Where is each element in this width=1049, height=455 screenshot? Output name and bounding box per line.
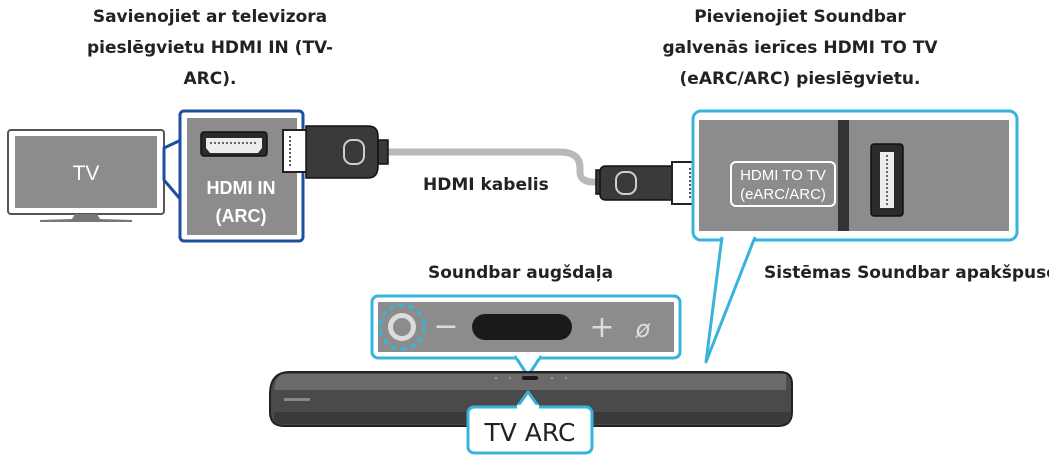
soundbar-bottom-label: Sistēmas Soundbar apakšpuse xyxy=(764,263,1049,283)
left-caption-line-2: pieslēgvietu HDMI IN (TV- xyxy=(86,38,334,58)
hdmi-cable xyxy=(368,148,606,186)
soundbar-port-callout: HDMI TO TV (eARC/ARC) xyxy=(691,109,1019,364)
hdmi-plug-soundbar-end xyxy=(595,161,699,205)
soundbar-port-label-line-2: (eARC/ARC) xyxy=(740,186,826,203)
tv-label: TV xyxy=(73,162,100,185)
tv-port-label-line-2: (ARC) xyxy=(216,206,267,226)
soundbar-top-panel-callout: − + ø xyxy=(370,294,682,378)
right-caption-line-1: Pievienojiet Soundbar xyxy=(694,7,906,27)
tv-port-label-line-1: HDMI IN xyxy=(207,178,276,198)
left-caption-line-1: Savienojiet ar televizora xyxy=(92,7,328,27)
left-caption: Savienojiet ar televizora pieslēgvietu H… xyxy=(60,2,360,95)
right-caption: Pievienojiet Soundbar galvenās ierīces H… xyxy=(630,2,970,95)
left-caption-line-3: ARC). xyxy=(183,69,237,89)
right-caption-line-3: (eARC/ARC) pieslēgvietu. xyxy=(679,69,921,89)
mic-off-icon: ø xyxy=(635,315,651,343)
tv-arc-label: TV ARC xyxy=(483,418,575,447)
tv-hdmi-port-callout: HDMI IN (ARC) xyxy=(162,109,305,243)
led-display-bar xyxy=(472,314,572,340)
soundbar-top-label: Soundbar augšdaļa xyxy=(428,263,613,283)
cable-label: HDMI kabelis xyxy=(423,175,549,195)
tv-arc-badge: TV ARC xyxy=(466,390,594,455)
hdmi-plug-tv-end xyxy=(282,125,389,179)
tv-illustration: TV xyxy=(7,129,165,222)
volume-up-icon: + xyxy=(589,310,614,345)
soundbar-port-label-line-1: HDMI TO TV xyxy=(740,167,826,184)
volume-down-icon: − xyxy=(433,309,458,344)
right-caption-line-2: galvenās ierīces HDMI TO TV xyxy=(662,38,938,58)
